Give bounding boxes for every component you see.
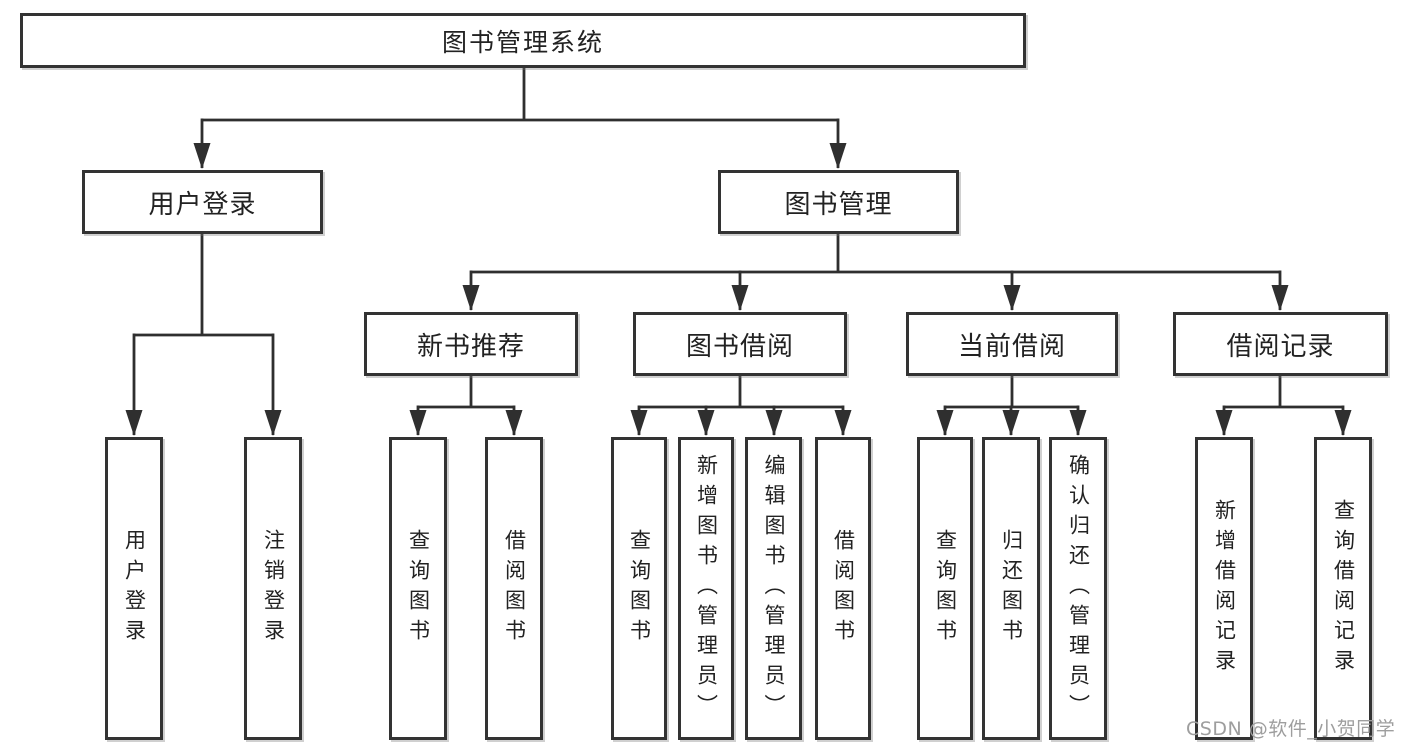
node-label: 图书借阅 [685, 331, 794, 362]
node-label: 编辑图书（管理员） [762, 453, 786, 724]
node-label: 图书管理系统 [441, 27, 604, 57]
leaf-bb-borrow-book: 借阅图书 [815, 437, 871, 740]
watermark: CSDN @软件_小贺同学 [1186, 718, 1396, 740]
node-book-borrow: 图书借阅 [633, 312, 847, 376]
node-label: 注销登录 [261, 528, 286, 649]
node-label: 查询借阅记录 [1331, 498, 1356, 679]
node-label: 借阅图书 [502, 528, 527, 649]
node-label: 当前借阅 [957, 331, 1066, 362]
node-label: 借阅记录 [1226, 331, 1335, 362]
leaf-br-query-record: 查询借阅记录 [1314, 437, 1372, 740]
node-new-book-recommend: 新书推荐 [364, 312, 578, 376]
leaf-nb-query-book: 查询图书 [389, 437, 447, 740]
leaf-cb-confirm-return-admin: 确认归还（管理员） [1049, 437, 1107, 740]
node-label: 查询图书 [933, 528, 958, 649]
node-book-management: 图书管理 [718, 170, 959, 234]
node-current-borrow: 当前借阅 [906, 312, 1118, 376]
node-label: 新书推荐 [416, 331, 525, 362]
leaf-logout-login: 注销登录 [244, 437, 302, 740]
node-root: 图书管理系统 [20, 13, 1026, 68]
node-label: 新增图书（管理员） [694, 453, 719, 724]
node-label: 确认归还（管理员） [1066, 453, 1091, 724]
leaf-cb-query-book: 查询图书 [917, 437, 973, 740]
leaf-user-login: 用户登录 [105, 437, 163, 740]
node-label: 查询图书 [406, 528, 431, 649]
node-borrow-records: 借阅记录 [1173, 312, 1388, 376]
leaf-br-add-record: 新增借阅记录 [1195, 437, 1253, 740]
leaf-nb-borrow-book: 借阅图书 [485, 437, 543, 740]
node-label: 归还图书 [999, 528, 1024, 649]
node-label: 用户登录 [122, 528, 147, 649]
node-label: 用户登录 [148, 189, 257, 220]
leaf-bb-add-book-admin: 新增图书（管理员） [678, 437, 734, 740]
node-label: 查询图书 [627, 528, 652, 649]
leaf-bb-edit-book-admin: 编辑图书（管理员） [745, 437, 802, 740]
leaf-cb-return-book: 归还图书 [982, 437, 1040, 740]
node-label: 图书管理 [784, 189, 893, 220]
leaf-bb-query-book: 查询图书 [611, 437, 667, 740]
node-label: 借阅图书 [831, 528, 856, 649]
node-label: 新增借阅记录 [1212, 498, 1237, 679]
node-user-login: 用户登录 [82, 170, 323, 234]
